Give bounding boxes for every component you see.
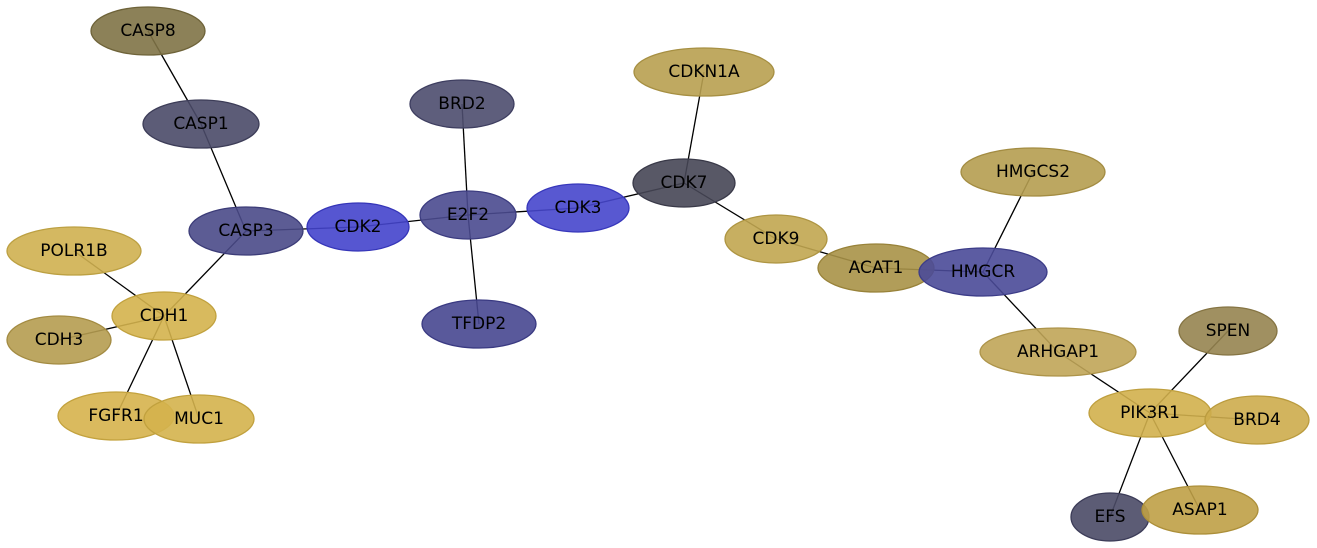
- node-pik3r1[interactable]: PIK3R1: [1088, 388, 1212, 438]
- node-ellipse: [1178, 306, 1278, 356]
- node-hmgcs2[interactable]: HMGCS2: [960, 147, 1106, 197]
- node-cdh1[interactable]: CDH1: [111, 291, 217, 341]
- node-ellipse: [918, 247, 1048, 297]
- node-arhgap1[interactable]: ARHGAP1: [979, 327, 1137, 377]
- node-ellipse: [960, 147, 1106, 197]
- node-ellipse: [111, 291, 217, 341]
- node-cdk9[interactable]: CDK9: [724, 214, 828, 264]
- node-cdk7[interactable]: CDK7: [632, 158, 736, 208]
- node-ellipse: [633, 47, 775, 97]
- node-label: TFDP2: [451, 314, 506, 334]
- node-e2f2[interactable]: E2F2: [419, 190, 517, 240]
- node-label: EFS: [1094, 507, 1125, 527]
- node-label: HMGCS2: [996, 162, 1070, 182]
- node-label: CDKN1A: [668, 62, 740, 82]
- node-asap1[interactable]: ASAP1: [1141, 485, 1259, 535]
- node-label: ACAT1: [849, 258, 904, 278]
- node-efs[interactable]: EFS: [1070, 492, 1150, 542]
- node-ellipse: [306, 202, 410, 252]
- node-cdk2[interactable]: CDK2: [306, 202, 410, 252]
- node-label: MUC1: [174, 409, 224, 429]
- node-label: CDH3: [35, 330, 84, 350]
- node-cdh3[interactable]: CDH3: [6, 315, 112, 365]
- node-polr1b[interactable]: POLR1B: [6, 226, 142, 276]
- node-casp8[interactable]: CASP8: [90, 6, 206, 56]
- node-label: ARHGAP1: [1017, 342, 1099, 362]
- node-ellipse: [979, 327, 1137, 377]
- node-ellipse: [90, 6, 206, 56]
- node-ellipse: [143, 394, 255, 444]
- node-tfdp2[interactable]: TFDP2: [421, 299, 537, 349]
- node-label: CDH1: [140, 306, 189, 326]
- node-label: SPEN: [1206, 321, 1251, 341]
- node-ellipse: [1141, 485, 1259, 535]
- node-label: E2F2: [447, 205, 489, 225]
- node-label: FGFR1: [88, 406, 143, 426]
- node-casp1[interactable]: CASP1: [142, 99, 260, 149]
- node-label: CASP8: [120, 21, 175, 41]
- node-ellipse: [1204, 395, 1310, 445]
- node-brd2[interactable]: BRD2: [409, 79, 515, 129]
- node-label: BRD2: [438, 94, 485, 114]
- node-label: POLR1B: [40, 241, 107, 261]
- node-ellipse: [526, 183, 630, 233]
- node-muc1[interactable]: MUC1: [143, 394, 255, 444]
- node-label: CDK2: [335, 217, 382, 237]
- node-spen[interactable]: SPEN: [1178, 306, 1278, 356]
- node-cdkn1a[interactable]: CDKN1A: [633, 47, 775, 97]
- node-label: CDK3: [555, 198, 602, 218]
- node-label: PIK3R1: [1120, 403, 1180, 423]
- node-cdk3[interactable]: CDK3: [526, 183, 630, 233]
- node-ellipse: [188, 206, 304, 256]
- node-label: HMGCR: [951, 262, 1015, 282]
- node-ellipse: [632, 158, 736, 208]
- node-label: CASP1: [173, 114, 228, 134]
- node-brd4[interactable]: BRD4: [1204, 395, 1310, 445]
- node-label: CDK7: [661, 173, 708, 193]
- node-ellipse: [419, 190, 517, 240]
- node-acat1[interactable]: ACAT1: [817, 243, 935, 293]
- node-ellipse: [409, 79, 515, 129]
- node-casp3[interactable]: CASP3: [188, 206, 304, 256]
- node-ellipse: [6, 315, 112, 365]
- node-fgfr1[interactable]: FGFR1: [57, 391, 175, 441]
- node-label: BRD4: [1233, 410, 1280, 430]
- node-label: CASP3: [218, 221, 273, 241]
- node-ellipse: [6, 226, 142, 276]
- node-ellipse: [421, 299, 537, 349]
- node-hmgcr[interactable]: HMGCR: [918, 247, 1048, 297]
- node-ellipse: [724, 214, 828, 264]
- node-ellipse: [142, 99, 260, 149]
- edge-layer: [58, 30, 1258, 518]
- node-label: ASAP1: [1172, 500, 1227, 520]
- node-label: CDK9: [753, 229, 800, 249]
